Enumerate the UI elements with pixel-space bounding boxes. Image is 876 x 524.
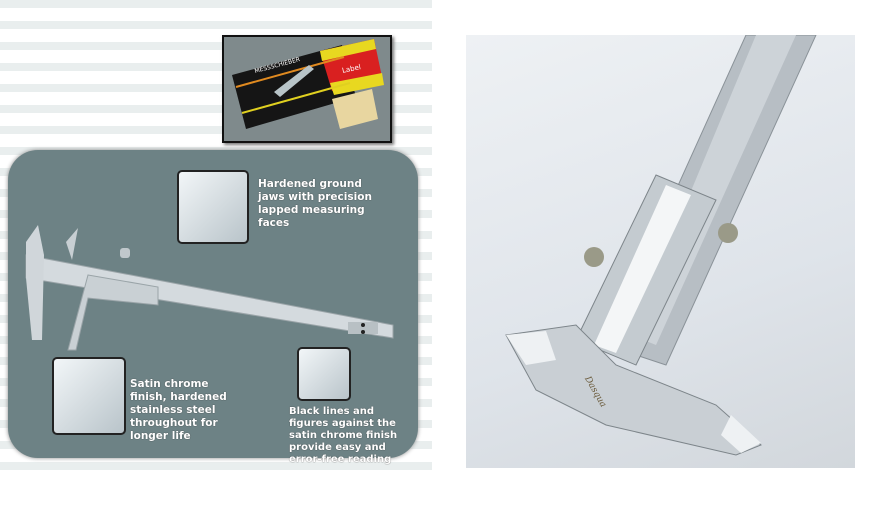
feature-finish-text: Satin chrome finish, hardened stainless … [130, 378, 227, 442]
scale-closeup-image [297, 347, 351, 401]
feature-jaws-text: Hardened ground jaws with precision lapp… [258, 178, 372, 229]
finish-closeup-image [52, 357, 126, 435]
product-box-image: MESSSCHIEBER Label [222, 35, 392, 143]
vernier-caliper-image [25, 225, 394, 351]
caliper-photo: Dasqua [466, 35, 855, 468]
feature-reading-text: Black lines and figures against the sati… [289, 406, 398, 465]
feature-panel: Hardened ground jaws with precision lapp… [8, 150, 418, 465]
jaws-closeup-image [177, 170, 249, 244]
